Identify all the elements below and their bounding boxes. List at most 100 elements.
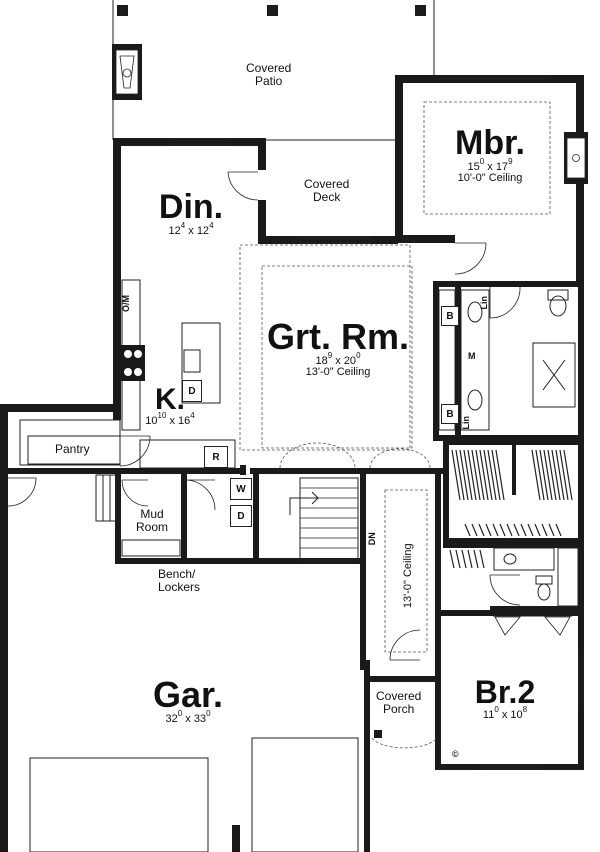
closet-wall bbox=[443, 439, 449, 544]
window bbox=[169, 138, 231, 146]
pantry-label: Pantry bbox=[55, 442, 90, 456]
master-tray-ceiling bbox=[423, 101, 551, 215]
bench-lockers-label: Bench/ Lockers bbox=[158, 568, 200, 593]
garage-door-right bbox=[251, 737, 359, 852]
bench-bottom-box: B bbox=[441, 404, 459, 424]
dishwasher-box: D bbox=[182, 380, 202, 402]
great-room-ceiling: 13'-0" Ceiling bbox=[305, 366, 371, 379]
covered-patio-line1: Covered bbox=[246, 61, 292, 75]
patio-post bbox=[415, 5, 426, 16]
master-bedroom-wall bbox=[395, 235, 455, 243]
linen-top-label: Lin bbox=[479, 295, 490, 310]
porch-post bbox=[374, 730, 382, 738]
deck-wall bbox=[258, 236, 398, 244]
mud-wall bbox=[181, 474, 187, 564]
window bbox=[299, 236, 371, 244]
master-bath-wall bbox=[433, 281, 439, 441]
master-bedroom-wall bbox=[395, 75, 403, 240]
patio-post-inner bbox=[269, 7, 276, 14]
pantry-wall bbox=[0, 404, 8, 474]
hall-closet-rod bbox=[449, 549, 485, 569]
dining-dims: 124 x 124 bbox=[168, 220, 214, 237]
closet-wall bbox=[443, 538, 584, 544]
patio-post-inner bbox=[119, 7, 126, 14]
bedroom2-wall bbox=[435, 610, 584, 616]
great-room-ceiling bbox=[239, 244, 411, 451]
closet-rod-bottom bbox=[464, 523, 562, 537]
bath2-vanity bbox=[493, 547, 555, 571]
bedroom2-wall bbox=[435, 764, 584, 770]
dryer-box: D bbox=[230, 505, 252, 527]
bedroom2-wall bbox=[578, 610, 584, 770]
bench-lockers-line2: Lockers bbox=[158, 579, 201, 594]
mud-room-line2: Room bbox=[136, 519, 169, 534]
kitchen-island bbox=[181, 322, 221, 404]
foyer-wall bbox=[360, 470, 366, 670]
great-room-dims: 189 x 200 bbox=[315, 350, 361, 367]
garage-top-wall bbox=[115, 558, 365, 564]
foyer-ceiling-label: 13'-0" Ceiling bbox=[402, 543, 415, 609]
bedroom2-name: Br.2 bbox=[474, 674, 536, 710]
toilet bbox=[547, 289, 569, 301]
washer-label: W bbox=[236, 483, 246, 495]
garage-door-left bbox=[29, 757, 209, 852]
great-room-name: Grt. Rm. bbox=[266, 316, 409, 357]
copyright-mark: © bbox=[452, 749, 459, 759]
great-room-ceiling-inner bbox=[261, 265, 413, 449]
bench-top-label: B bbox=[446, 310, 454, 322]
covered-deck-line2: Deck bbox=[313, 189, 341, 204]
bedroom2-dims: 110 x 108 bbox=[482, 704, 528, 721]
garage-dims: 320 x 330 bbox=[165, 708, 211, 725]
mud-room-line1: Mud bbox=[140, 507, 164, 521]
mud-room-label: Mud Room bbox=[136, 508, 168, 533]
bench-bottom-label: B bbox=[446, 408, 454, 420]
oven-microwave-label: O/M bbox=[121, 295, 131, 312]
patio-post-inner bbox=[417, 7, 424, 14]
mid-wall bbox=[240, 465, 246, 475]
kitchen-dims: 1010 x 164 bbox=[145, 410, 195, 427]
makeup-label: M bbox=[468, 351, 476, 361]
master-bedroom-name: Mbr. bbox=[455, 124, 525, 162]
cooktop bbox=[121, 345, 145, 381]
dining-wall bbox=[113, 138, 263, 146]
bath2-toilet bbox=[535, 575, 553, 585]
garage-name: Gar. bbox=[152, 674, 224, 715]
covered-porch-label: Covered Porch bbox=[376, 690, 421, 715]
washer-box: W bbox=[230, 478, 252, 500]
bench-top-box: B bbox=[441, 306, 459, 326]
laundry-wall bbox=[253, 470, 259, 560]
shower bbox=[532, 342, 576, 408]
covered-patio-line2: Patio bbox=[255, 73, 283, 88]
dishwasher-label: D bbox=[188, 385, 196, 397]
closet-wall bbox=[578, 439, 584, 544]
patio-post bbox=[117, 5, 128, 16]
master-bath-wall bbox=[578, 281, 584, 441]
patio-post bbox=[267, 5, 278, 16]
garage-wall bbox=[364, 660, 370, 852]
kitchen-label: K. 1010 x 164 bbox=[140, 384, 200, 427]
kitchen-sink bbox=[183, 349, 201, 373]
master-bedroom-ceiling: 10'-0" Ceiling bbox=[457, 172, 523, 185]
vanity-tub bbox=[460, 289, 490, 431]
master-bedroom-dims: 150 x 179 bbox=[467, 156, 513, 173]
linen-bottom-label: Lin bbox=[461, 415, 472, 430]
stair-down-label: DN bbox=[366, 532, 377, 546]
dining-name: Din. bbox=[158, 188, 224, 226]
refrigerator-box: R bbox=[204, 446, 228, 468]
dryer-label: D bbox=[237, 510, 245, 522]
covered-porch-line1: Covered bbox=[376, 689, 422, 703]
pantry-wall bbox=[0, 404, 121, 412]
step bbox=[95, 474, 117, 522]
master-bath-wall bbox=[433, 281, 584, 287]
covered-patio-label: Covered Patio bbox=[246, 62, 291, 87]
bath2-wall bbox=[443, 542, 584, 548]
covered-porch-line2: Porch bbox=[383, 701, 415, 716]
closet-rod-left bbox=[451, 449, 505, 501]
covered-deck-line1: Covered bbox=[304, 177, 350, 191]
bedroom2-label: Br.2 110 x 108 bbox=[460, 674, 550, 721]
garage-wall bbox=[0, 468, 8, 852]
foyer-wall bbox=[435, 470, 441, 610]
closet-wall bbox=[443, 439, 584, 445]
refrigerator-label: R bbox=[212, 451, 220, 463]
dining-wall bbox=[113, 138, 121, 420]
